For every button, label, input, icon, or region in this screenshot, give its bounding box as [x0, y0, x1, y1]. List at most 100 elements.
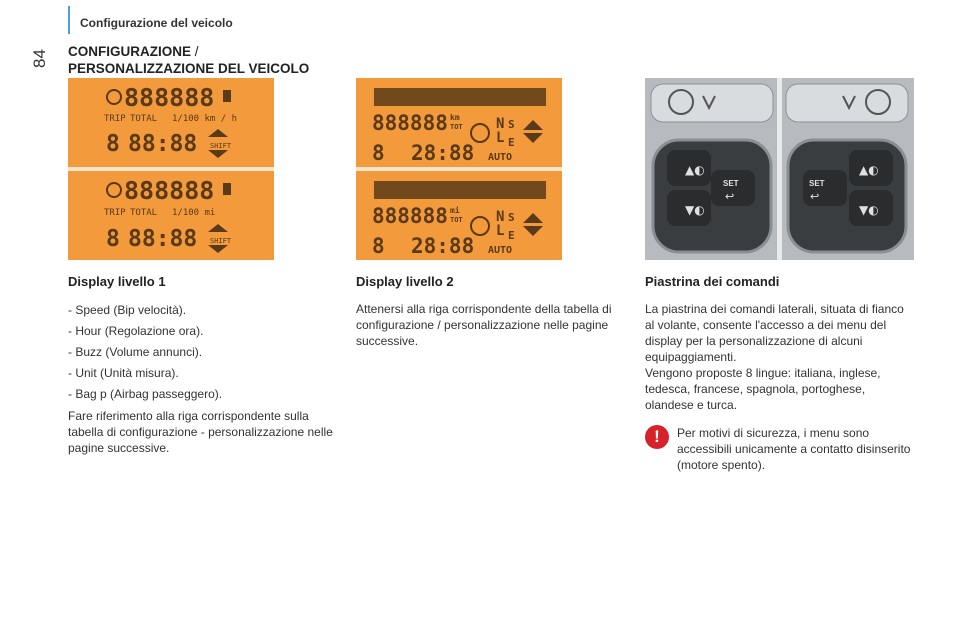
warning-text: Per motivi di sicurezza, i menu sono acc… — [677, 426, 911, 472]
header-accent-bar — [68, 6, 70, 34]
lcd-digits-bottom: 888888 — [124, 176, 214, 205]
lcd2-clock-bottom: 28:88 — [411, 234, 474, 258]
lcd2-gear-bottom: 8 — [372, 234, 385, 258]
lcd2-tot-top: TOT — [450, 123, 463, 131]
command-panel-photo: ▲◐ ▼◐ SET ↩ ▲◐ ▼◐ SET ↩ — [645, 78, 914, 260]
section2-heading: Display livello 2 — [356, 274, 454, 289]
page-title-line2: PERSONALIZZAZIONE DEL VEICOLO — [68, 61, 310, 76]
warning-box: ! Per motivi di sicurezza, i menu sono a… — [645, 425, 915, 473]
lcd2-n-bottom: N — [496, 209, 504, 225]
lcd2-auto-bottom: AUTO — [488, 245, 512, 256]
list-item: Bag p (Airbag passeggero). — [68, 387, 338, 402]
page-title-slash: / — [191, 44, 199, 59]
steering-wheel-icon-left — [668, 89, 694, 115]
lights-up-icon-right: ▲◐ — [859, 163, 879, 177]
lcd2-digits-top: 888888 — [372, 111, 448, 135]
return-arrow-icon-right: ↩ — [810, 190, 819, 203]
s-icon-bottom — [106, 182, 122, 198]
fuel-icon — [223, 90, 231, 102]
display-level-1-image: 888888 TRIP TOTAL 1/100 km / h 8 88:88 S… — [68, 78, 274, 260]
display-level-2-lcd: 888888 km TOT N S L E 8 28:88 AUTO 88888… — [356, 78, 562, 260]
list-item: Hour (Regolazione ora). — [68, 324, 338, 339]
lcd2-l-top: L — [496, 130, 504, 146]
matrix-display-bottom — [374, 181, 546, 199]
section1-paragraph: Fare riferimento alla riga corrispondent… — [68, 409, 333, 455]
lcd-digits-top: 888888 — [124, 83, 214, 112]
section3-paragraph2: Vengono proposte 8 lingue: italiana, ing… — [645, 366, 881, 412]
lcd-total-bottom: TOTAL — [130, 208, 157, 218]
lvl2-down-arrow-icon-top — [523, 133, 543, 143]
list-item: Buzz (Volume annunci). — [68, 345, 338, 360]
warning-icon: ! — [645, 425, 669, 449]
lights-up-button[interactable] — [667, 150, 711, 186]
lcd2-clock-top: 28:88 — [411, 141, 474, 165]
lvl2-up-arrow-icon-top — [523, 120, 543, 130]
section2-paragraph: Attenersi alla riga corrispondente della… — [356, 302, 612, 348]
s-icon — [106, 89, 122, 105]
lcd-shift-top: SHIFT — [210, 142, 232, 150]
list-item: Unit (Unità misura). — [68, 366, 338, 381]
set-label-left: SET — [723, 179, 739, 188]
column-command-panel: ▲◐ ▼◐ SET ↩ ▲◐ ▼◐ SET ↩ Piastrina dei co… — [645, 78, 915, 473]
lcd2-n-top: N — [496, 116, 504, 132]
page-number-text: 84 — [30, 49, 49, 68]
set-button-right[interactable] — [803, 170, 847, 206]
s-icon-lvl2-top — [470, 123, 490, 143]
adjust-icon-right — [842, 95, 856, 111]
shift-down-arrow-icon-bottom — [208, 245, 228, 253]
lcd2-e-top: E — [508, 136, 515, 149]
lcd-unit-mi: 1/100 mi — [172, 208, 215, 218]
section1-heading: Display livello 1 — [68, 274, 166, 289]
steering-wheel-icon-right — [865, 89, 891, 115]
lvl2-down-arrow-icon-bottom — [523, 226, 543, 236]
shift-up-arrow-icon-bottom — [208, 224, 228, 232]
lcd2-e-bottom: E — [508, 229, 515, 242]
s-icon-lvl2-bottom — [470, 216, 490, 236]
lcd-trip-bottom: TRIP — [104, 208, 126, 218]
lcd2-km: km — [450, 113, 460, 122]
column-display-level-1: 888888 TRIP TOTAL 1/100 km / h 8 88:88 S… — [68, 78, 338, 456]
display-level-2-image: 888888 km TOT N S L E 8 28:88 AUTO 88888… — [356, 78, 562, 260]
command-panel-image: ▲◐ ▼◐ SET ↩ ▲◐ ▼◐ SET ↩ — [645, 78, 914, 260]
page-number: 84 — [30, 49, 50, 68]
lcd2-l-bottom: L — [496, 223, 504, 239]
adjust-icon-left — [702, 95, 716, 111]
column-display-level-2: 888888 km TOT N S L E 8 28:88 AUTO 88888… — [356, 78, 626, 349]
section3-paragraph1: La piastrina dei comandi laterali, situa… — [645, 302, 904, 364]
lcd2-gear-top: 8 — [372, 141, 385, 165]
lcd-clock-top: 88:88 — [128, 131, 197, 157]
lights-up-icon: ▲◐ — [685, 163, 705, 177]
lcd-trip-top: TRIP — [104, 114, 126, 124]
lcd2-tot-bottom: TOT — [450, 216, 463, 224]
lcd-shift-bottom: SHIFT — [210, 237, 232, 245]
set-label-right: SET — [809, 179, 825, 188]
lcd2-s-bottom: S — [508, 211, 515, 224]
shift-up-arrow-icon — [208, 129, 228, 137]
section-header-title: Configurazione del veicolo — [80, 16, 233, 30]
lights-down-icon-right: ▼◐ — [859, 203, 879, 217]
set-button-left[interactable] — [711, 170, 755, 206]
lcd-clock-bottom: 88:88 — [128, 226, 197, 252]
lcd2-mi: mi — [450, 205, 460, 215]
shift-down-arrow-icon — [208, 150, 228, 158]
fuel-icon-bottom — [223, 183, 231, 195]
lcd-total-top: TOTAL — [130, 114, 157, 124]
lcd-gear-bottom: 8 — [106, 226, 120, 252]
lights-up-button-right[interactable] — [849, 150, 893, 186]
matrix-display-top — [374, 88, 546, 106]
page-title-line1: CONFIGURAZIONE — [68, 44, 191, 59]
lights-down-icon: ▼◐ — [685, 203, 705, 217]
lights-down-button[interactable] — [667, 190, 711, 226]
section1-list: Speed (Bip velocità). Hour (Regolazione … — [68, 303, 338, 402]
page-title: CONFIGURAZIONE / PERSONALIZZAZIONE DEL V… — [68, 43, 348, 77]
return-arrow-icon-left: ↩ — [725, 190, 734, 203]
lcd2-auto-top: AUTO — [488, 152, 512, 163]
list-item: Speed (Bip velocità). — [68, 303, 338, 318]
lcd2-digits-bottom: 888888 — [372, 204, 448, 228]
lcd-unit-km: 1/100 km / h — [172, 114, 237, 124]
section3-heading: Piastrina dei comandi — [645, 274, 780, 289]
lcd-gear-top: 8 — [106, 131, 120, 157]
display-level-1-lcd: 888888 TRIP TOTAL 1/100 km / h 8 88:88 S… — [68, 78, 274, 260]
lcd2-s-top: S — [508, 118, 515, 131]
lights-down-button-right[interactable] — [849, 190, 893, 226]
